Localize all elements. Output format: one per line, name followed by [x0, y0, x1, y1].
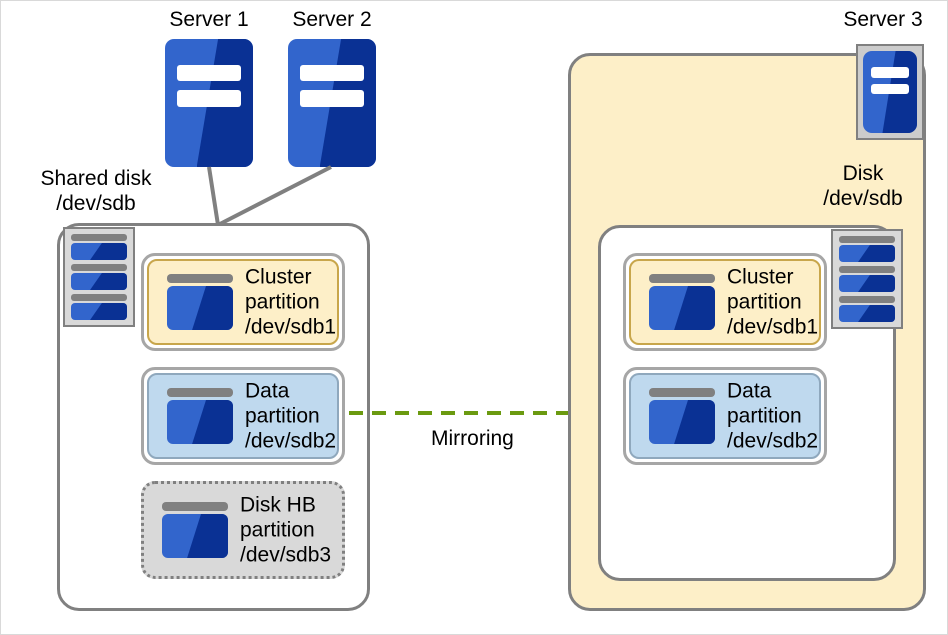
server-icon-slot-2 — [177, 90, 241, 107]
disk-platter-body — [71, 243, 127, 260]
server-3-disk-label: Disk /dev/sdb — [823, 162, 903, 210]
disk-platter-body — [839, 305, 895, 322]
server-icon-slot-2 — [870, 83, 910, 95]
disk-platter-body — [839, 245, 895, 262]
disk-platter — [71, 294, 127, 320]
disk-platter-cap — [71, 294, 127, 301]
left-data-partition-label: Data partition /dev/sdb2 — [245, 379, 337, 453]
server-icon-slot-1 — [300, 64, 364, 82]
shared-disk-label: Shared disk /dev/sdb — [40, 167, 152, 215]
server-3-label: Server 3 — [843, 8, 923, 31]
right-cluster-partition[interactable]: Cluster partition /dev/sdb1 — [623, 253, 827, 351]
left-cluster-partition[interactable]: Cluster partition /dev/sdb1 — [141, 253, 345, 351]
left-diskhb-partition[interactable]: Disk HB partition /dev/sdb3 — [141, 481, 345, 579]
disk-platter-body — [71, 273, 127, 290]
left-data-partition[interactable]: Data partition /dev/sdb2 — [141, 367, 345, 465]
disk-platter-cap — [71, 234, 127, 241]
right-data-partition-label: Data partition /dev/sdb2 — [727, 379, 819, 453]
server-3-disk-stack-icon — [831, 229, 903, 329]
disk-platter-cap — [71, 264, 127, 271]
server-1-label: Server 1 — [169, 8, 249, 31]
right-cluster-partition-label: Cluster partition /dev/sdb1 — [727, 265, 819, 339]
right-data-partition[interactable]: Data partition /dev/sdb2 — [623, 367, 827, 465]
disk-platter — [71, 264, 127, 290]
disk-platter-cap — [839, 236, 895, 243]
disk-platter — [839, 266, 895, 292]
left-cluster-partition-label: Cluster partition /dev/sdb1 — [245, 265, 337, 339]
server-1-icon — [165, 39, 253, 167]
server-3-icon-frame — [856, 44, 924, 140]
shared-disk-stack-icon — [63, 227, 135, 327]
partition-disk-icon — [649, 274, 715, 330]
disk-platter-body — [71, 303, 127, 320]
disk-platter-cap — [839, 296, 895, 303]
server-2-label: Server 2 — [292, 8, 372, 31]
left-diskhb-partition-label: Disk HB partition /dev/sdb3 — [240, 493, 332, 567]
server-3-icon — [863, 51, 917, 133]
server-icon-slot-1 — [870, 67, 910, 79]
partition-disk-icon — [162, 502, 228, 558]
mirroring-label: Mirroring — [431, 427, 514, 450]
disk-platter-cap — [839, 266, 895, 273]
server-2-icon — [288, 39, 376, 167]
disk-platter-body — [839, 275, 895, 292]
server-icon-slot-1 — [177, 64, 241, 82]
partition-disk-icon — [649, 388, 715, 444]
disk-platter — [71, 234, 127, 260]
disk-platter — [839, 236, 895, 262]
disk-platter — [839, 296, 895, 322]
partition-disk-icon — [167, 388, 233, 444]
partition-disk-icon — [167, 274, 233, 330]
server-icon-slot-2 — [300, 90, 364, 107]
